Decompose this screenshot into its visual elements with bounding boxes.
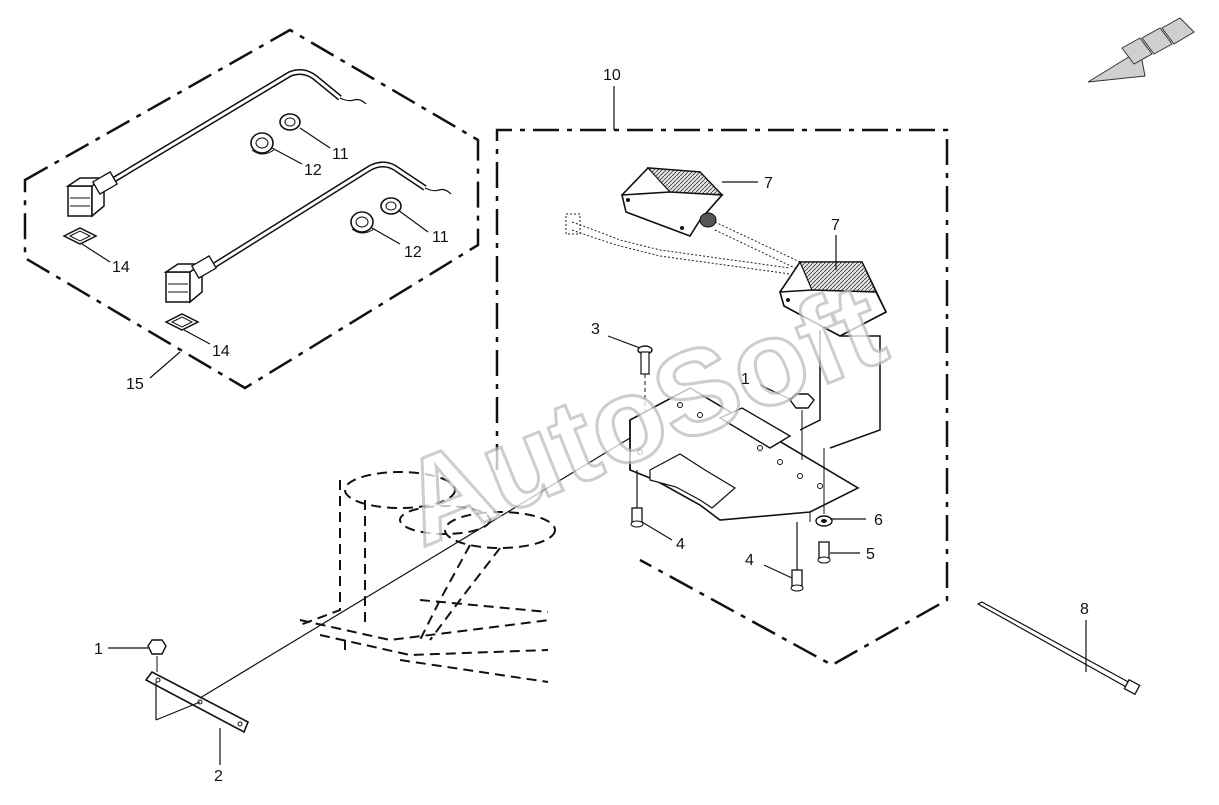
nut-1-bottom xyxy=(147,639,167,672)
callout-11-top: 11 xyxy=(332,146,349,163)
callout-2: 2 xyxy=(214,768,223,785)
cable-tie-8 xyxy=(976,601,1141,696)
kit-boundary-15 xyxy=(23,28,480,390)
callout-7-right: 7 xyxy=(831,217,840,234)
gasket-14-bottom xyxy=(164,313,200,331)
bolt-4-left xyxy=(630,470,644,528)
callout-11-bottom: 11 xyxy=(432,229,449,246)
kit-boundary-10 xyxy=(495,128,949,667)
wiring-harness xyxy=(565,213,801,275)
callout-10: 10 xyxy=(603,67,621,84)
callout-5: 5 xyxy=(866,546,875,563)
nut-11-upper xyxy=(279,113,301,131)
callout-15: 15 xyxy=(126,376,144,393)
callout-4-right: 4 xyxy=(745,552,754,569)
callout-14-left: 14 xyxy=(112,259,130,276)
callout-12-bottom: 12 xyxy=(404,244,422,261)
bracket-2 xyxy=(144,670,250,734)
mounting-plate xyxy=(629,387,860,522)
assembly-line xyxy=(199,437,631,699)
bolt-3 xyxy=(637,345,653,410)
callout-12-top: 12 xyxy=(304,162,322,179)
washer-6 xyxy=(815,448,833,527)
callout-4-left: 4 xyxy=(676,536,685,553)
bolt-4-right xyxy=(790,522,804,592)
vehicle-frame-phantom xyxy=(299,471,556,683)
gasket-14-left xyxy=(62,227,98,245)
callout-8: 8 xyxy=(1080,601,1089,618)
callout-6: 6 xyxy=(874,512,883,529)
sensor-cable-upper xyxy=(65,69,367,218)
nut-1-top xyxy=(789,393,815,460)
bushing-12-upper xyxy=(250,132,275,155)
callout-7-top: 7 xyxy=(764,175,773,192)
work-light-7-upper xyxy=(620,167,724,237)
bolt-5 xyxy=(817,541,831,564)
callout-14-bottom: 14 xyxy=(212,343,230,360)
callout-1-bottom: 1 xyxy=(94,641,103,658)
nut-11-lower xyxy=(380,197,402,215)
callout-3: 3 xyxy=(591,321,600,338)
leader-lines xyxy=(81,86,1087,765)
callout-1-top: 1 xyxy=(741,371,750,388)
work-light-7-right xyxy=(778,261,888,449)
bushing-12-lower xyxy=(350,211,375,234)
orientation-arrow-icon xyxy=(1087,17,1195,83)
sensor-cable-lower xyxy=(163,161,452,304)
